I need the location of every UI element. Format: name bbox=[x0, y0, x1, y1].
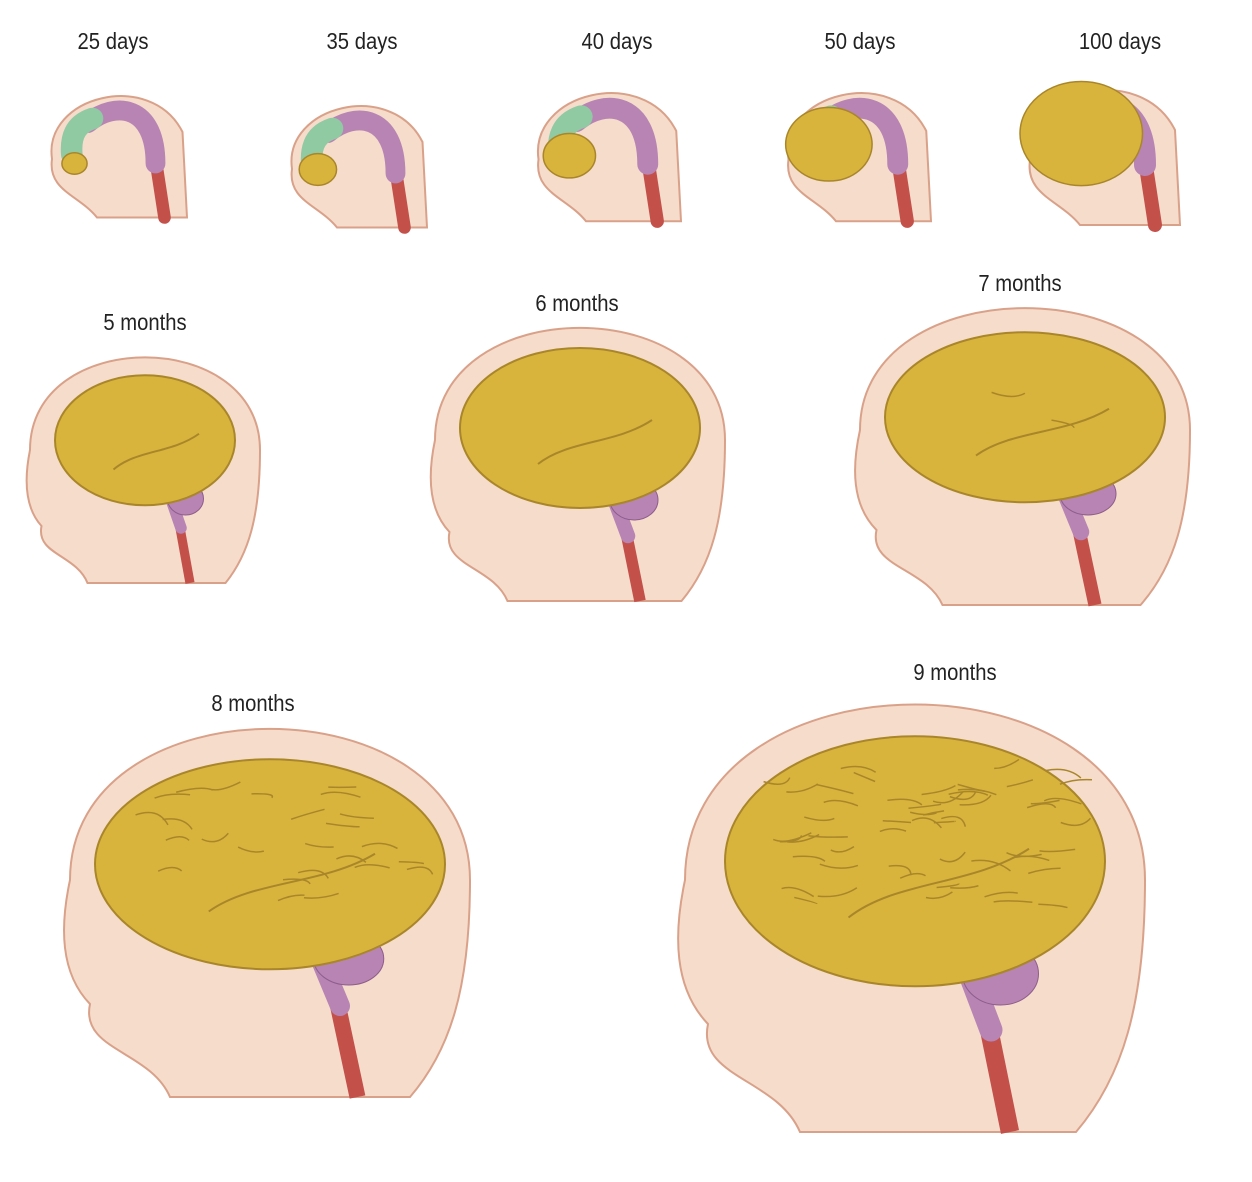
cerebrum bbox=[1020, 81, 1143, 185]
cerebrum bbox=[55, 375, 235, 505]
label-100-days: 100 days bbox=[1079, 28, 1161, 55]
label-6-months: 6 months bbox=[535, 290, 618, 317]
cerebrum bbox=[786, 108, 872, 181]
cerebrum bbox=[95, 759, 445, 969]
cerebrum bbox=[460, 348, 700, 508]
head-8-months bbox=[64, 729, 470, 1097]
head-6-months bbox=[431, 328, 725, 601]
embryo-25-days bbox=[51, 96, 187, 217]
label-25-days: 25 days bbox=[78, 28, 149, 55]
label-35-days: 35 days bbox=[327, 28, 398, 55]
label-7-months: 7 months bbox=[978, 270, 1061, 297]
cerebrum bbox=[725, 736, 1105, 986]
head-5-months bbox=[27, 357, 260, 583]
label-9-months: 9 months bbox=[913, 659, 996, 686]
cerebrum bbox=[62, 153, 87, 174]
head-7-months bbox=[855, 308, 1190, 605]
label-8-months: 8 months bbox=[211, 690, 294, 717]
embryo-100-days bbox=[1020, 81, 1180, 225]
cerebrum bbox=[543, 133, 595, 177]
cerebrum bbox=[885, 332, 1165, 502]
label-50-days: 50 days bbox=[825, 28, 896, 55]
embryo-40-days bbox=[538, 93, 681, 221]
head-9-months bbox=[678, 705, 1145, 1133]
embryo-50-days bbox=[786, 93, 931, 221]
label-5-months: 5 months bbox=[103, 309, 186, 336]
cerebrum bbox=[299, 154, 336, 186]
label-40-days: 40 days bbox=[582, 28, 653, 55]
embryo-35-days bbox=[291, 106, 427, 227]
